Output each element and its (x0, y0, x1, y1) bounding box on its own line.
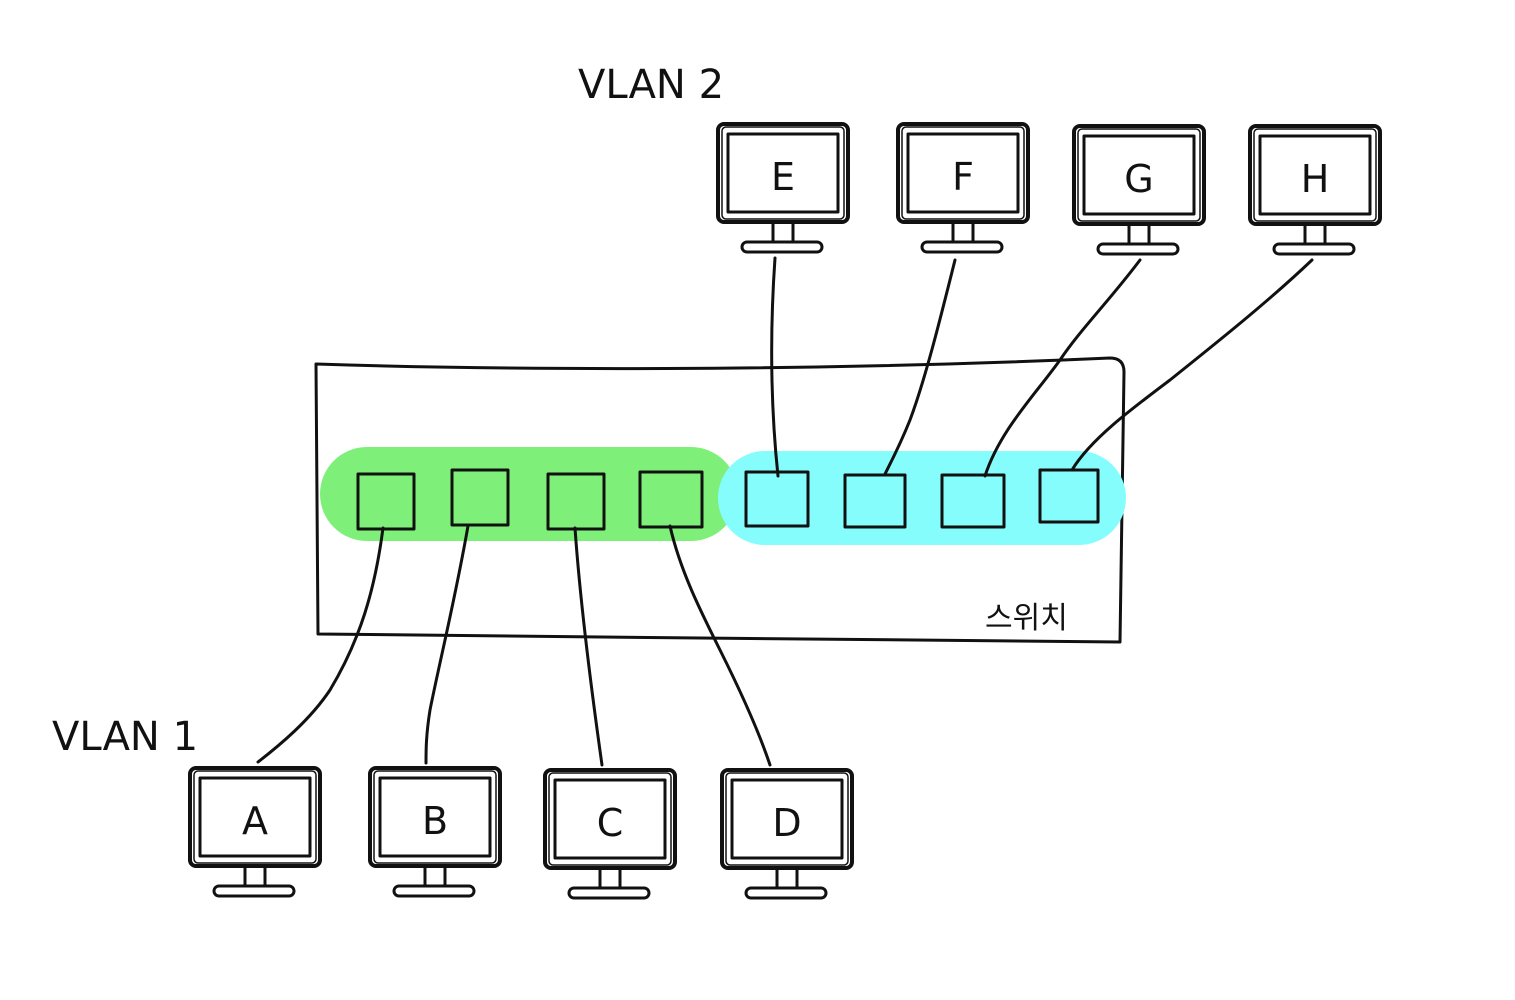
computer-label: D (772, 801, 801, 845)
monitor-neck (243, 866, 267, 888)
monitor-base (744, 886, 828, 900)
cable-b (424, 524, 470, 765)
monitor-bezel (543, 768, 677, 870)
port-4 (638, 470, 704, 529)
computer-label: G (1124, 157, 1153, 201)
monitor-base (392, 884, 476, 898)
monitor-base (920, 240, 1004, 254)
cable-e (770, 256, 780, 478)
vlan2-port-group (718, 451, 1126, 545)
computer-label: H (1301, 157, 1330, 201)
port-8 (1038, 468, 1100, 524)
vlan2-label: VLAN 2 (578, 62, 724, 108)
computer-label: E (771, 155, 795, 199)
port-2 (450, 468, 510, 527)
monitor-screen (1082, 134, 1196, 216)
cable-f (883, 258, 957, 476)
vlan1-port-group (320, 447, 738, 541)
monitor-bezel-inner (725, 772, 849, 866)
cable-d (668, 524, 772, 767)
monitor-bezel-inner (548, 772, 672, 866)
monitor-bezel-inner (721, 126, 845, 220)
monitor-bezel (188, 766, 322, 868)
monitor-base (1096, 242, 1180, 256)
computer-c: C (543, 768, 677, 900)
computer-b: B (368, 766, 502, 898)
computer-a: A (188, 766, 322, 898)
port-1 (356, 472, 416, 531)
monitor-screen (730, 778, 844, 860)
cable-a (256, 526, 385, 764)
port-7 (940, 473, 1006, 529)
monitor-base (1272, 242, 1356, 256)
switch-body (314, 356, 1126, 644)
computers: A B C D E F G H (188, 122, 1382, 900)
computer-h: H (1248, 124, 1382, 256)
computer-label: A (242, 799, 268, 843)
port-6 (843, 473, 907, 529)
monitor-neck (1303, 224, 1327, 246)
monitor-bezel (1248, 124, 1382, 226)
cable-g (983, 258, 1142, 478)
monitor-base (212, 884, 296, 898)
computer-g: G (1072, 124, 1206, 256)
monitor-screen (378, 776, 492, 858)
monitor-neck (771, 222, 795, 244)
monitor-base (567, 886, 651, 900)
monitor-bezel (1072, 124, 1206, 226)
monitor-neck (775, 868, 799, 890)
monitor-neck (598, 868, 622, 890)
monitor-bezel (896, 122, 1030, 224)
monitor-bezel-inner (373, 770, 497, 864)
monitor-neck (1127, 224, 1151, 246)
computer-d: D (720, 768, 854, 900)
monitor-screen (1258, 134, 1372, 216)
monitor-bezel-inner (193, 770, 317, 864)
monitor-screen (906, 132, 1020, 214)
monitor-bezel-inner (1253, 128, 1377, 222)
monitor-bezel (368, 766, 502, 868)
cable-c (573, 526, 604, 767)
computer-label: B (422, 799, 448, 843)
monitor-bezel-inner (1077, 128, 1201, 222)
monitor-base (740, 240, 824, 254)
switch-ports (356, 468, 1100, 531)
monitor-neck (423, 866, 447, 888)
computer-label: F (952, 155, 974, 199)
computer-f: F (896, 122, 1030, 254)
switch-label: 스위치 (985, 601, 1068, 636)
computer-label: C (597, 801, 624, 845)
monitor-screen (726, 132, 840, 214)
port-3 (546, 472, 606, 531)
vlan1-label: VLAN 1 (52, 714, 198, 760)
monitor-neck (951, 222, 975, 244)
cables (256, 256, 1314, 767)
monitor-screen (553, 778, 667, 860)
monitor-bezel (720, 768, 854, 870)
computer-e: E (716, 122, 850, 254)
monitor-bezel (716, 122, 850, 224)
monitor-screen (198, 776, 312, 858)
cable-h (1070, 258, 1314, 472)
monitor-bezel-inner (901, 126, 1025, 220)
port-5 (744, 470, 810, 528)
